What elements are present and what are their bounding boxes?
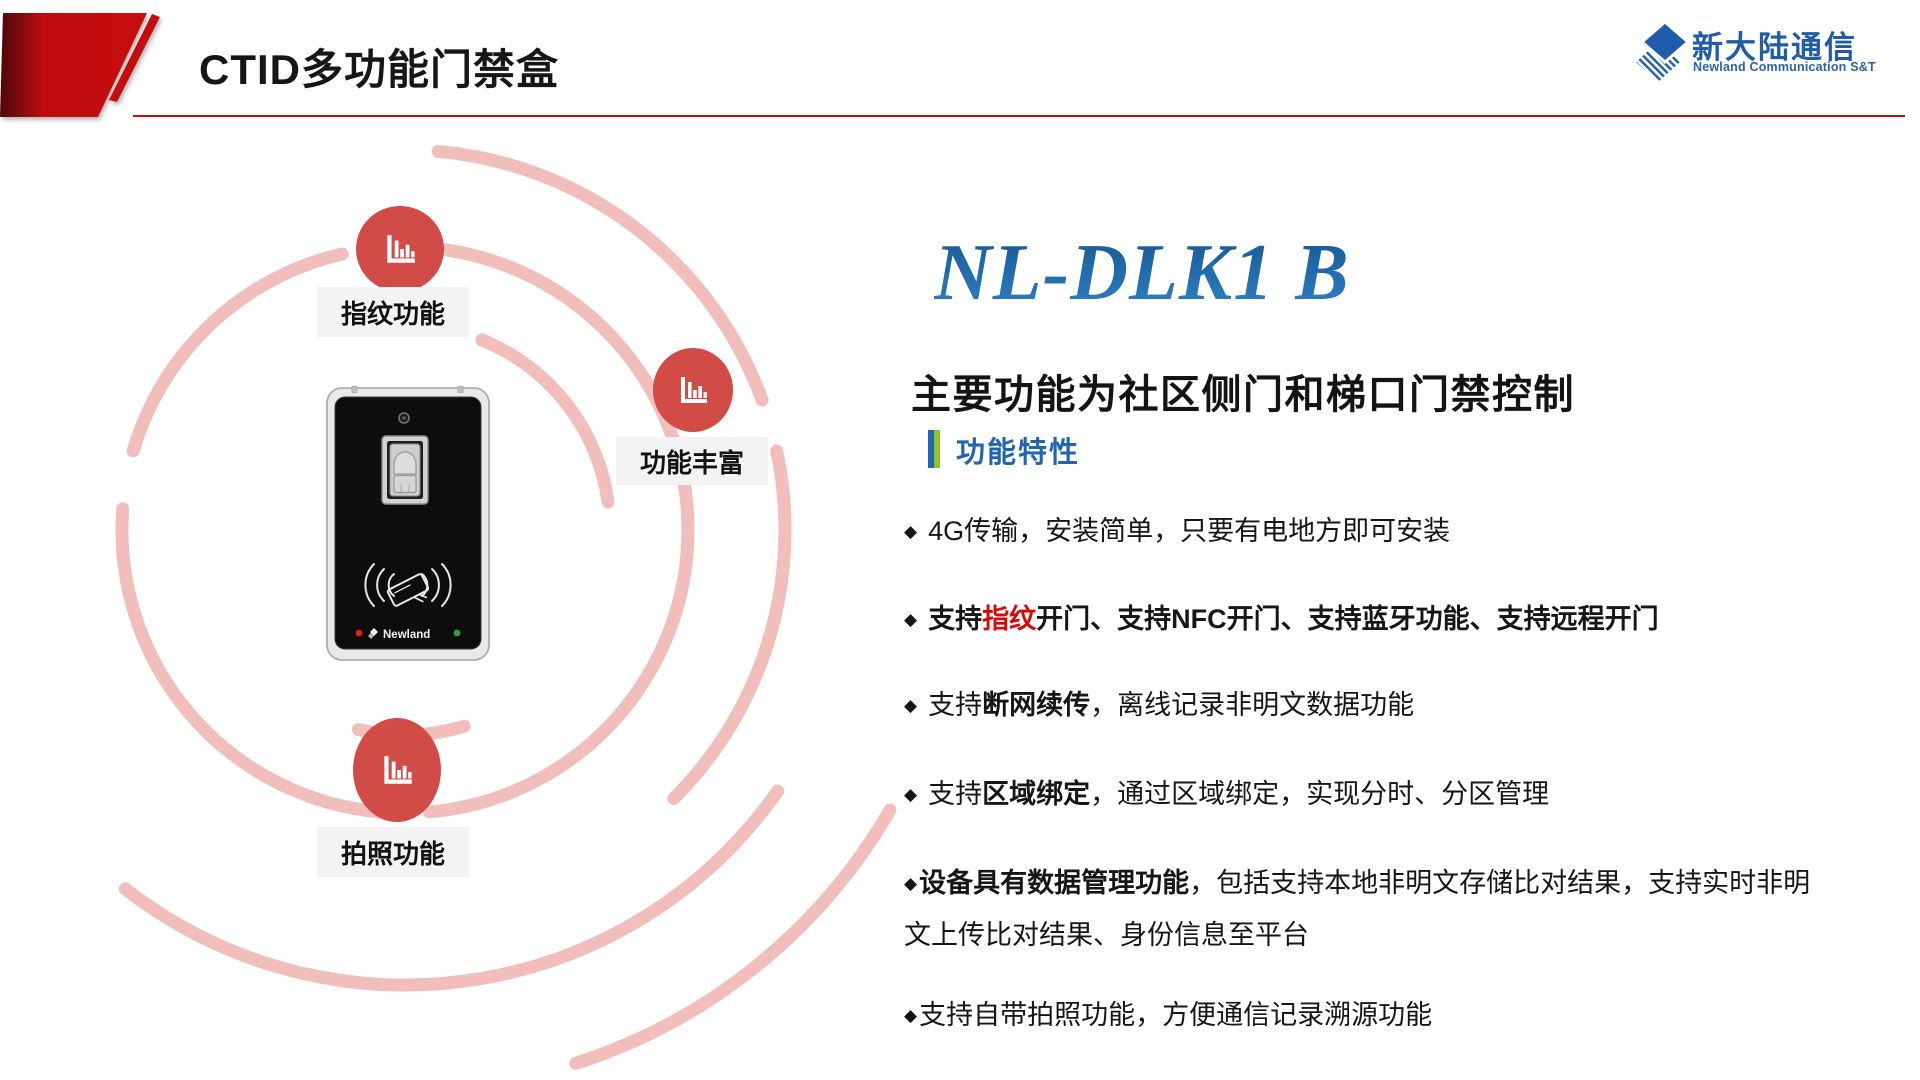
rich-feature-label: 功能丰富 — [616, 437, 768, 485]
device-brand: Newland — [368, 628, 430, 641]
fingerprint-feature-badge — [356, 206, 444, 292]
section-title: 功能特性 — [956, 437, 1081, 469]
red-led-icon — [355, 629, 363, 637]
feature-text: 区域绑定 — [982, 779, 1091, 809]
feature-text: 设备具有数据管理功能 — [919, 868, 1190, 898]
feature-bullet-2: ◆ 支持指纹开门、支持NFC开门、支持蓝牙功能、支持远程开门 — [904, 595, 1832, 647]
fingerprint-scanner-icon — [381, 435, 429, 505]
fingerprint-feature-label: 指纹功能 — [317, 287, 469, 337]
feature-text: ，通过区域绑定，实现分时、分区管理 — [1090, 779, 1550, 809]
device-brand-text: Newland — [383, 629, 430, 641]
green-led-icon — [453, 629, 461, 637]
bullet-diamond-icon: ◆ — [904, 874, 918, 893]
product-model-title: NL-DLK1 B — [934, 229, 1350, 317]
feature-text: 开门、支持NFC开门、支持蓝牙功能、支持远程开门 — [1036, 604, 1659, 634]
product-summary: 主要功能为社区侧门和梯口门禁控制 — [911, 373, 1575, 417]
red-corner-banner — [0, 13, 160, 117]
photo-feature-badge — [353, 718, 441, 822]
bullet-diamond-icon: ◆ — [904, 610, 918, 629]
bar-chart-icon — [384, 756, 412, 784]
feature-text-highlight: 指纹 — [982, 604, 1037, 634]
feature-bullet-4: ◆ 支持区域绑定，通过区域绑定，实现分时、分区管理 — [904, 770, 1832, 822]
feature-text: 断网续传 — [982, 690, 1091, 720]
access-control-device-image: Newland — [326, 386, 490, 661]
newland-logo: 新大陆通信 Newland Communication S&T — [1636, 20, 1886, 86]
feature-bullet-3: ◆ 支持断网续传，离线记录非明文数据功能 — [904, 681, 1832, 733]
bar-chart-icon — [681, 377, 707, 403]
feature-text: 支持 — [928, 690, 983, 720]
photo-feature-label: 拍照功能 — [317, 827, 469, 877]
feature-text: ，包括支持本地非明文存储比对结果，支持实时非明文上传比对结果、身份信息至平台 — [904, 868, 1811, 950]
nfc-tap-icon — [364, 563, 452, 607]
rich-feature-badge — [653, 348, 733, 432]
feature-text: 4G传输，安装简单，只要有电地方即可安装 — [928, 516, 1451, 546]
newland-diamond-icon — [1636, 22, 1688, 82]
feature-bullet-6: ◆支持自带拍照功能，方便通信记录溯源功能 — [904, 991, 1832, 1043]
bar-chart-icon — [387, 235, 415, 263]
logo-name-cn: 新大陆通信 — [1692, 30, 1857, 65]
header-divider — [133, 115, 1905, 117]
feature-text: 支持 — [928, 779, 983, 809]
section-marker-bar — [928, 430, 940, 468]
bullet-diamond-icon: ◆ — [904, 1006, 918, 1025]
feature-bullet-1: ◆ 4G传输，安装简单，只要有电地方即可安装 — [904, 507, 1832, 559]
feature-bullet-5: ◆设备具有数据管理功能，包括支持本地非明文存储比对结果，支持实时非明文上传比对结… — [904, 859, 1832, 960]
feature-text: 支持 — [928, 604, 983, 634]
bullet-diamond-icon: ◆ — [904, 522, 918, 541]
bullet-diamond-icon: ◆ — [904, 785, 918, 804]
page-title: CTID多功能门禁盒 — [199, 46, 559, 93]
feature-text: ，离线记录非明文数据功能 — [1090, 690, 1415, 720]
feature-text: 支持自带拍照功能，方便通信记录溯源功能 — [919, 1000, 1433, 1030]
logo-name-en: Newland Communication S&T — [1693, 60, 1876, 74]
bullet-diamond-icon: ◆ — [904, 696, 918, 715]
